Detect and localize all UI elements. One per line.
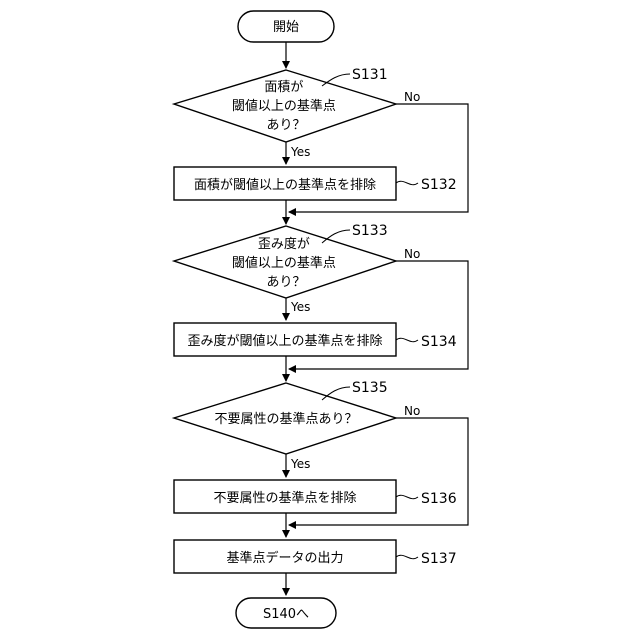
- step-label-s133: S133: [352, 223, 388, 239]
- process-s134: 歪み度が閾値以上の基準点を排除 S134: [174, 323, 457, 356]
- start-terminal: 開始: [238, 11, 334, 42]
- decision-s131-line-2: 閾値以上の基準点: [232, 98, 336, 114]
- end-terminal: S140へ: [236, 598, 336, 628]
- yes-label-s135: Yes: [290, 457, 310, 471]
- step-label-s132: S132: [421, 177, 457, 193]
- step-label-s136: S136: [421, 491, 457, 507]
- yes-label-s131: Yes: [290, 145, 310, 159]
- yes-label-s133: Yes: [290, 300, 310, 314]
- decision-s133-line-1: 歪み度が: [258, 236, 310, 252]
- decision-s131-line-1: 面積が: [264, 80, 303, 95]
- step-leader-s132: [396, 181, 418, 184]
- process-s134-label: 歪み度が閾値以上の基準点を排除: [187, 333, 382, 349]
- step-leader-s136: [396, 495, 418, 498]
- start-label: 開始: [273, 20, 299, 35]
- decision-s133: 歪み度が 閾値以上の基準点 あり？ S133: [174, 223, 396, 298]
- decision-s135-text: 不要属性の基準点あり？: [214, 411, 357, 427]
- step-label-s131: S131: [352, 67, 388, 83]
- process-s137-label: 基準点データの出力: [226, 550, 343, 566]
- step-leader-s137: [396, 555, 418, 558]
- process-s132-label: 面積が閾値以上の基準点を排除: [194, 177, 376, 193]
- process-s132: 面積が閾値以上の基準点を排除 S132: [174, 167, 457, 200]
- decision-s133-line-3: あり？: [266, 275, 305, 290]
- no-label-s131: No: [404, 90, 420, 104]
- process-s136: 不要属性の基準点を排除 S136: [174, 480, 457, 513]
- step-label-s137: S137: [421, 551, 457, 567]
- step-leader-s134: [396, 338, 418, 341]
- decision-s133-line-2: 閾値以上の基準点: [232, 255, 336, 271]
- no-label-s135: No: [404, 404, 420, 418]
- step-label-s135: S135: [352, 380, 388, 396]
- decision-s131: 面積が 閾値以上の基準点 あり？ S131: [174, 67, 396, 142]
- decision-s135: 不要属性の基準点あり？ S135: [174, 380, 396, 454]
- end-label: S140へ: [263, 607, 309, 622]
- decision-s131-line-3: あり？: [266, 118, 305, 133]
- step-label-s134: S134: [421, 334, 457, 350]
- process-s137: 基準点データの出力 S137: [174, 540, 457, 573]
- no-label-s133: No: [404, 247, 420, 261]
- process-s136-label: 不要属性の基準点を排除: [213, 490, 356, 506]
